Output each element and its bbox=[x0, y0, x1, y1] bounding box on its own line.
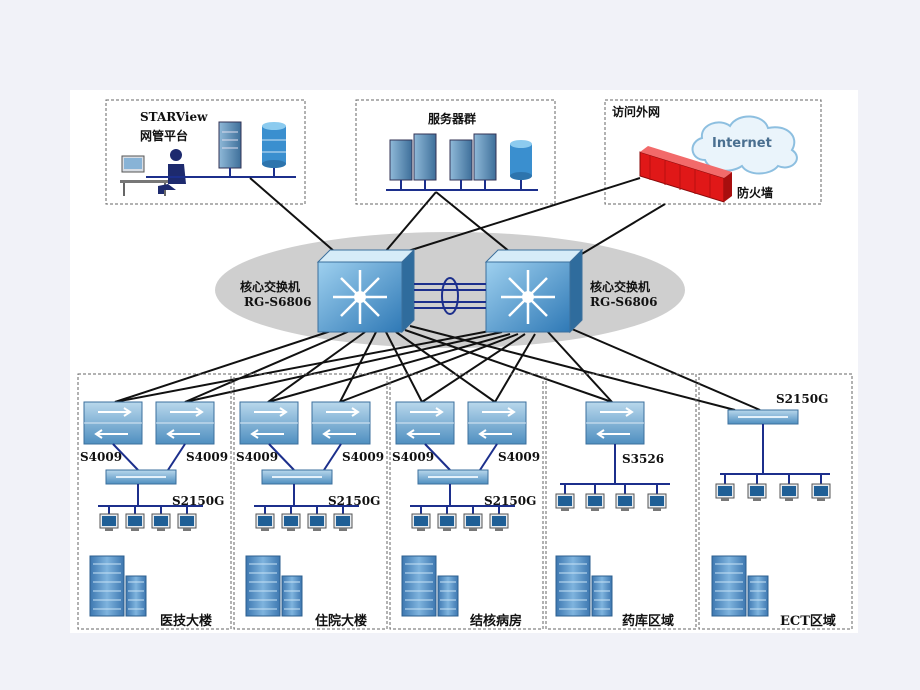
zone2-pc-1 bbox=[255, 513, 275, 531]
zone3-agg1-label: S4009 bbox=[392, 450, 435, 464]
zone1-name: 医技大楼 bbox=[160, 614, 213, 629]
zone1-agg1-label: S4009 bbox=[80, 450, 123, 464]
core-switch-right bbox=[484, 248, 584, 334]
zone4-switch-icon bbox=[585, 401, 645, 445]
zone3-access-switch bbox=[417, 469, 489, 485]
zone2-agg2-label: S4009 bbox=[342, 450, 385, 464]
management-title-line2: 网管平台 bbox=[140, 129, 189, 143]
core-trunk bbox=[414, 277, 486, 315]
firewall-icon bbox=[639, 146, 732, 203]
zone2-access-label: S2150G bbox=[328, 494, 381, 508]
core-left-name: 核心交换机 bbox=[240, 280, 301, 294]
zone2-name: 住院大楼 bbox=[315, 614, 368, 629]
internet-cloud-label: Internet bbox=[712, 136, 772, 151]
zone1-pc-4 bbox=[177, 513, 197, 531]
zone1-access-label: S2150G bbox=[172, 494, 225, 508]
zone1-agg-switch-1 bbox=[83, 401, 143, 445]
core-right-model: RG-S6806 bbox=[590, 295, 658, 309]
zone5-pc-4 bbox=[811, 483, 831, 501]
zone3-pc-2 bbox=[437, 513, 457, 531]
core-left-model: RG-S6806 bbox=[244, 295, 312, 309]
zone5-switch-icon bbox=[727, 409, 799, 425]
zone1-pc-3 bbox=[151, 513, 171, 531]
core-right-name: 核心交换机 bbox=[590, 280, 651, 294]
zone1-access-switch bbox=[105, 469, 177, 485]
firewall-label: 防火墙 bbox=[737, 186, 774, 200]
zone2-agg-switch-1 bbox=[239, 401, 299, 445]
management-title-line1: STARView bbox=[140, 110, 208, 124]
server-group-title: 服务器群 bbox=[428, 112, 477, 126]
zone2-pc-4 bbox=[333, 513, 353, 531]
zone3-agg-switch-1 bbox=[395, 401, 455, 445]
management-database-icon bbox=[262, 122, 286, 168]
zone2-agg-switch-2 bbox=[311, 401, 371, 445]
zone3-pc-3 bbox=[463, 513, 483, 531]
zone4-building-icon bbox=[555, 555, 613, 617]
zone5-switch-label: S2150G bbox=[776, 392, 829, 406]
zone1-pc-2 bbox=[125, 513, 145, 531]
zone2-pc-3 bbox=[307, 513, 327, 531]
zone4-pc-3 bbox=[615, 493, 635, 511]
zone4-pc-4 bbox=[647, 493, 667, 511]
zone1-building-icon bbox=[89, 555, 147, 617]
zone3-building-icon bbox=[401, 555, 459, 617]
zone4-pc-2 bbox=[585, 493, 605, 511]
zone3-agg-switch-2 bbox=[467, 401, 527, 445]
internet-cloud-icon bbox=[691, 115, 798, 175]
internet-box-title: 访问外网 bbox=[612, 105, 661, 119]
zone5-building-icon bbox=[711, 555, 769, 617]
zone5-name: ECT区域 bbox=[780, 614, 836, 629]
zone1-pc-1 bbox=[99, 513, 119, 531]
zone5-pc-1 bbox=[715, 483, 735, 501]
zone2-agg1-label: S4009 bbox=[236, 450, 279, 464]
zone2-pc-2 bbox=[281, 513, 301, 531]
core-switch-left bbox=[316, 248, 416, 334]
zone4-pc-1 bbox=[555, 493, 575, 511]
zone5-pc-2 bbox=[747, 483, 767, 501]
management-server-icon bbox=[218, 121, 242, 169]
zone5-pc-3 bbox=[779, 483, 799, 501]
zone2-building-icon bbox=[245, 555, 303, 617]
zone1-agg-switch-2 bbox=[155, 401, 215, 445]
uplink-lines bbox=[249, 177, 666, 259]
zone3-pc-4 bbox=[489, 513, 509, 531]
zone4-switch-label: S3526 bbox=[622, 452, 665, 466]
zone-frames bbox=[77, 373, 853, 630]
zone1-agg2-label: S4009 bbox=[186, 450, 229, 464]
zone2-access-switch bbox=[261, 469, 333, 485]
zone3-access-label: S2150G bbox=[484, 494, 537, 508]
zone4-name: 药库区域 bbox=[622, 614, 675, 629]
downlink-lines bbox=[114, 325, 761, 411]
server-group-icon bbox=[389, 133, 532, 181]
zone3-name: 结核病房 bbox=[470, 614, 523, 629]
zone3-agg2-label: S4009 bbox=[498, 450, 541, 464]
zone3-pc-1 bbox=[411, 513, 431, 531]
admin-workstation-icon bbox=[120, 149, 186, 196]
